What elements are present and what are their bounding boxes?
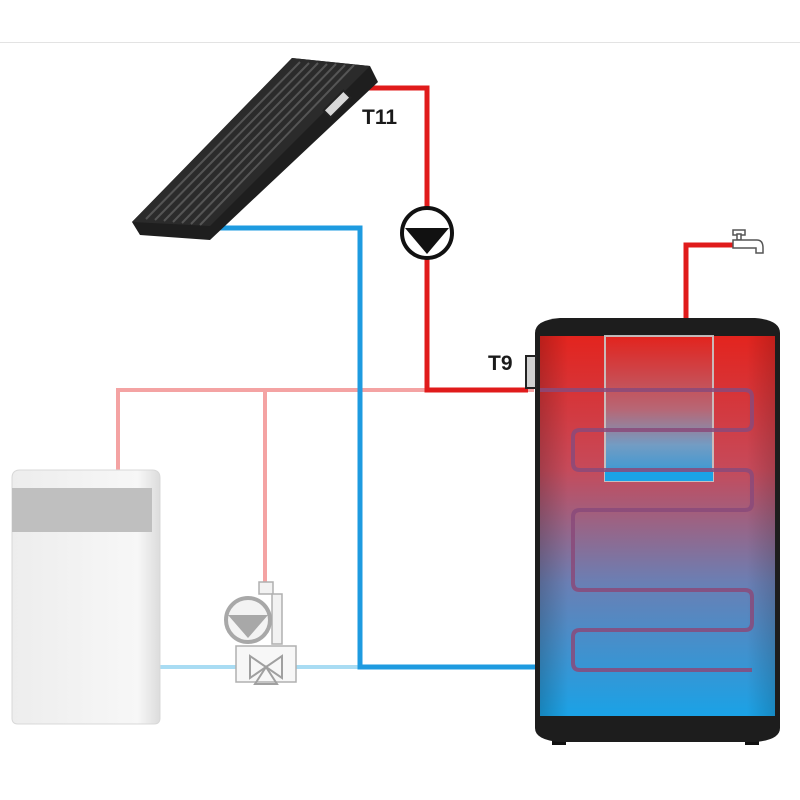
collector-tubes [145,61,355,226]
boiler-pump-group [235,581,297,683]
pump-icon [400,206,454,260]
solar-return-pipe [220,225,540,670]
heat-exchanger-coil [540,388,754,672]
storage-tank [535,318,780,745]
boiler [11,469,161,725]
tank-sensor-label: T9 [488,352,513,375]
boiler-panel [12,488,152,532]
tank-sensor [525,355,537,389]
three-way-valve-icon [249,654,283,685]
collector-sensor [322,89,352,119]
faucet-icon [732,229,764,254]
hot-water-pipe [683,242,735,322]
top-divider [0,42,800,43]
solar-collector [132,58,378,240]
collector-sensor-label: T11 [362,106,397,129]
pump-icon [224,596,272,644]
boiler-flow-pipe [116,388,534,582]
